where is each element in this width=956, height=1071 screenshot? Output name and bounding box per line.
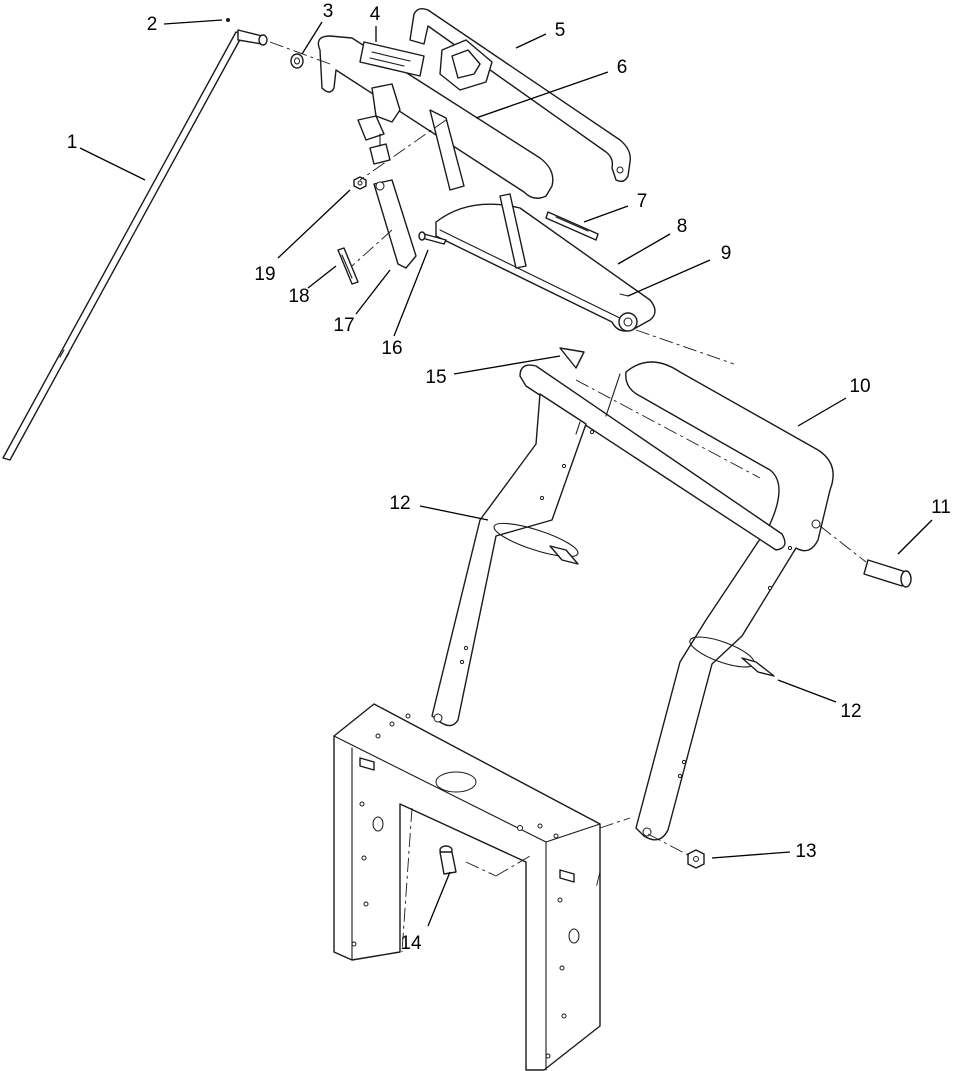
part-10-main-handle <box>431 361 834 841</box>
callout-13: 13 <box>795 841 816 862</box>
callout-14: 14 <box>400 933 422 954</box>
part-12-cable-tie-upper <box>493 522 579 565</box>
callout-8: 8 <box>677 216 688 237</box>
part-3-bushing <box>290 53 304 69</box>
part-2-rod-pin <box>226 18 268 46</box>
callout-1: 1 <box>67 132 78 153</box>
part-11-handle-pin <box>863 559 912 588</box>
callout-12-lower: 12 <box>840 701 861 722</box>
callout-10: 10 <box>849 376 870 397</box>
part-9-spring-pin <box>619 293 629 297</box>
part-8-control-bar <box>435 193 656 332</box>
callout-5: 5 <box>555 20 566 41</box>
callout-3: 3 <box>323 1 334 22</box>
part-19-nut <box>353 176 367 190</box>
callout-12-upper: 12 <box>389 493 410 514</box>
assembly-centerlines <box>269 41 867 953</box>
part-5-bail <box>409 7 631 183</box>
callout-17: 17 <box>333 315 354 336</box>
callout-7: 7 <box>637 191 648 212</box>
callout-6: 6 <box>617 57 628 78</box>
callout-18: 18 <box>288 286 309 307</box>
part-15-cable-guide <box>559 347 585 369</box>
part-1-control-rod <box>2 31 244 461</box>
callout-2: 2 <box>147 14 158 35</box>
callout-16: 16 <box>381 338 402 359</box>
part-17-bracket <box>373 179 417 269</box>
callout-11: 11 <box>931 497 951 518</box>
part-6-upper-handle <box>317 35 554 199</box>
part-18-decal-strip <box>337 247 359 285</box>
callout-4: 4 <box>370 4 381 25</box>
part-7-decal <box>545 211 599 241</box>
part-16-screw <box>418 231 447 245</box>
part-13-flange-nut <box>687 849 705 869</box>
callout-leader-lines <box>79 19 933 927</box>
part-12-cable-tie-lower <box>689 636 775 677</box>
handle-frame-bracket <box>333 703 601 1071</box>
callout-labels: 1 2 3 4 5 6 7 8 9 10 11 12 12 13 14 15 1… <box>67 1 951 954</box>
callout-15: 15 <box>425 367 446 388</box>
callout-19: 19 <box>254 264 275 285</box>
callout-9: 9 <box>721 243 732 264</box>
part-14-bolt <box>439 845 457 875</box>
